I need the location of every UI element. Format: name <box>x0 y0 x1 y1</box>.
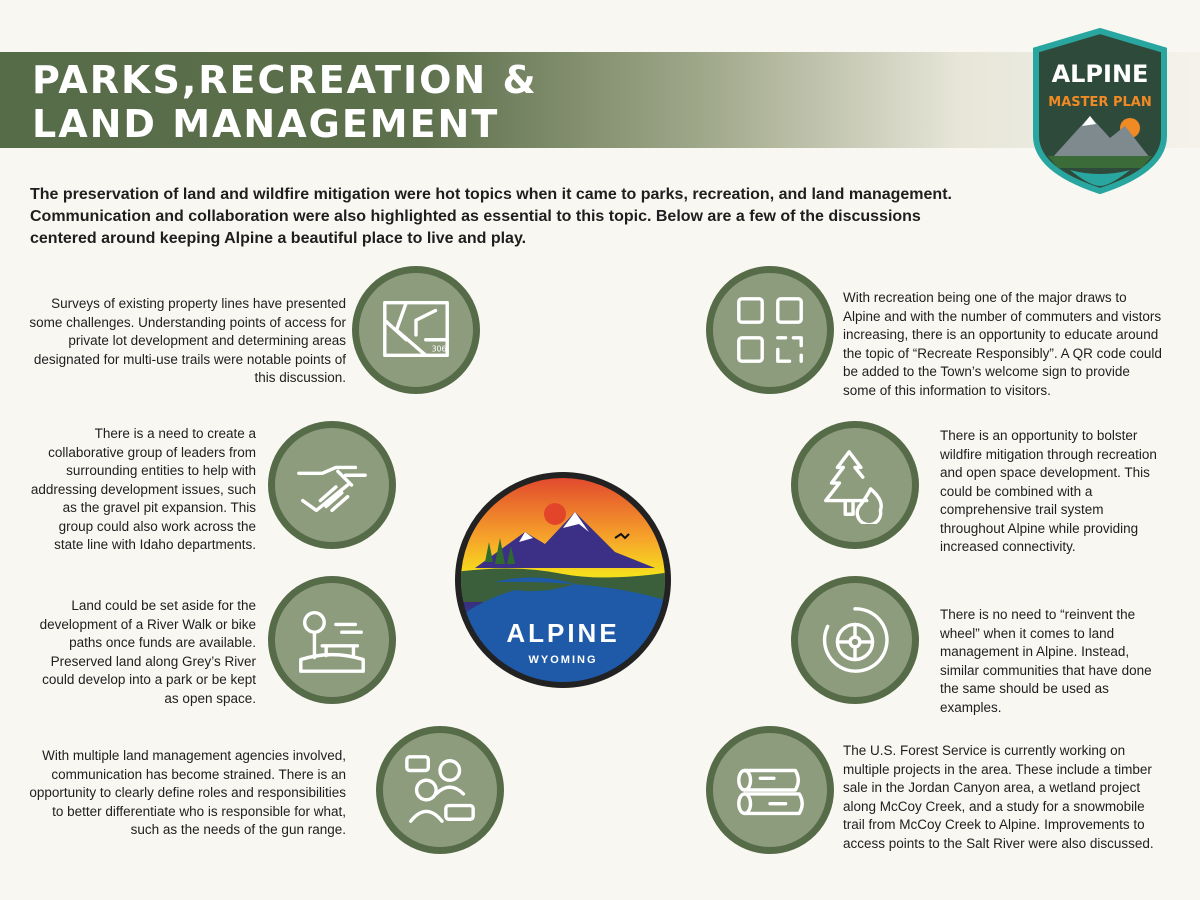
tree-fire-icon-circle <box>791 421 919 549</box>
park-bench-icon-circle <box>268 576 396 704</box>
alpine-master-plan-logo: ALPINE MASTER PLAN <box>1030 27 1170 195</box>
wheel-icon <box>822 607 889 673</box>
topic-communication: With multiple land management agencies i… <box>29 748 346 837</box>
topic-reinvent-wheel: There is no need to “reinvent the wheel”… <box>940 607 1152 715</box>
svg-text:MASTER PLAN: MASTER PLAN <box>1048 95 1151 110</box>
map-icon: 306 <box>383 300 449 358</box>
topic-wildfire-mitigation: There is an opportunity to bolster wildf… <box>940 428 1157 554</box>
map-label: 306 <box>432 344 447 353</box>
handshake-icon <box>297 465 367 513</box>
intro-text: The preservation of land and wildfire mi… <box>30 186 952 247</box>
emblem-subtitle: WYOMING <box>528 654 598 666</box>
page-title: PARKS,RECREATION & LAND MANAGEMENT <box>32 58 538 146</box>
qr-code-icon <box>737 297 803 363</box>
title-line-1: PARKS,RECREATION & <box>32 58 538 102</box>
wheel-icon-circle <box>791 576 919 704</box>
svg-text:ALPINE: ALPINE <box>1052 60 1149 88</box>
tree-fire-icon <box>824 450 883 524</box>
logs-icon-circle <box>706 726 834 854</box>
people-communication-icon <box>405 755 475 823</box>
topic-property-surveys: Surveys of existing property lines have … <box>29 296 346 385</box>
topic-river-walk: Land could be set aside for the developm… <box>39 598 256 706</box>
header-band <box>0 52 1200 148</box>
emblem-name: ALPINE <box>506 618 620 648</box>
people-communication-icon-circle <box>376 726 504 854</box>
topic-collaborative-group: There is a need to create a collaborativ… <box>30 426 256 552</box>
handshake-icon-circle <box>268 421 396 549</box>
topic-forest-service: The U.S. Forest Service is currently wor… <box>843 743 1154 851</box>
alpine-wyoming-emblem: ALPINE WYOMING <box>455 472 671 688</box>
map-icon-circle: 306 <box>352 266 480 394</box>
park-bench-icon <box>299 610 365 673</box>
qr-code-icon-circle <box>706 266 834 394</box>
logs-icon <box>737 768 804 816</box>
topic-recreate-responsibly: With recreation being one of the major d… <box>843 290 1162 398</box>
title-line-2: LAND MANAGEMENT <box>32 102 500 146</box>
